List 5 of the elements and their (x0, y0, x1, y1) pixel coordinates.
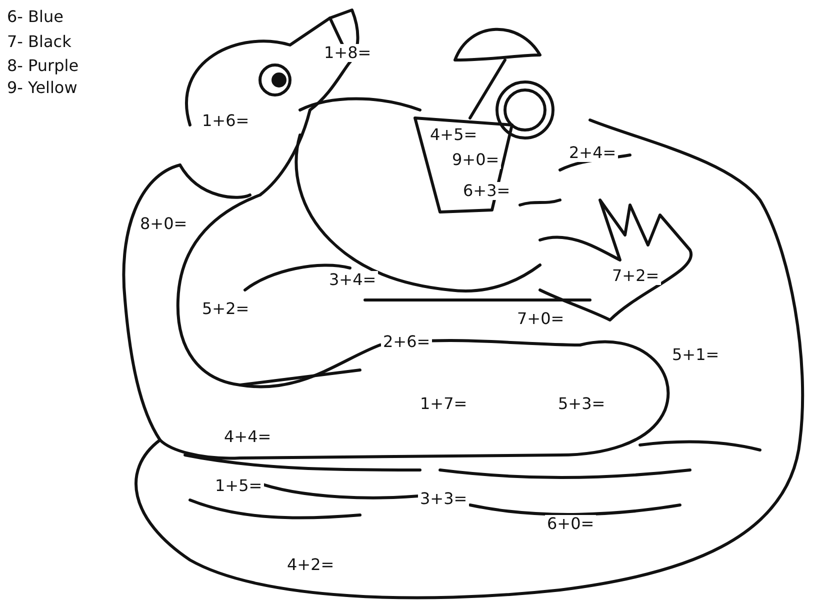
math-problem: 9+0= (450, 151, 502, 169)
math-problem: 3+3= (418, 490, 470, 508)
math-problem: 7+2= (610, 267, 662, 285)
math-problem: 2+4= (567, 144, 618, 162)
color-key-entry: 8- Purple (5, 57, 81, 75)
